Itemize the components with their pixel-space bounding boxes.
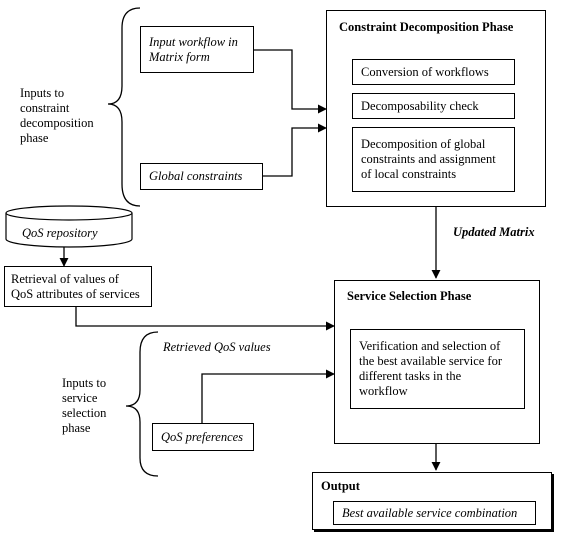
retrieval-box: Retrieval of values of QoS attributes of… <box>4 266 152 307</box>
qos-repository-cylinder <box>5 205 133 248</box>
qos-preferences-box: QoS preferences <box>152 423 254 451</box>
output-title: Output <box>321 479 360 493</box>
qos-preferences-label: QoS preferences <box>161 429 244 444</box>
cdp-step-decomposition: Decomposition of global constraints and … <box>352 127 515 192</box>
updated-matrix-label: Updated Matrix <box>453 225 535 239</box>
cdp-step-label: Decomposition of global constraints and … <box>361 137 496 181</box>
arrow-preferences-to-ssp <box>201 369 335 423</box>
ssp-step-label: Verification and selection of the best a… <box>359 339 502 398</box>
output-value-box: Best available service combination <box>333 501 536 525</box>
retrieval-label: Retrieval of values of QoS attributes of… <box>11 271 140 301</box>
selection-inputs-brace <box>125 331 159 477</box>
ssp-title: Service Selection Phase <box>347 289 472 303</box>
arrow-workflow-to-cdp <box>254 49 327 114</box>
service-selection-phase-box: Service Selection Phase Verification and… <box>334 280 540 444</box>
global-constraints-box: Global constraints <box>140 163 263 190</box>
arrow-retrieval-to-ssp <box>75 307 335 331</box>
input-workflow-label: Input workflow in Matrix form <box>149 34 238 64</box>
cdp-step-conversion: Conversion of workflows <box>352 59 515 85</box>
output-value-label: Best available service combination <box>342 505 518 520</box>
output-box: Output Best available service combinatio… <box>312 472 552 530</box>
decomposition-inputs-brace <box>107 7 141 207</box>
input-workflow-box: Input workflow in Matrix form <box>140 26 254 73</box>
decomposition-inputs-label: Inputs to constraint decomposition phase <box>20 86 94 145</box>
arrow-constraints-to-cdp <box>263 123 327 177</box>
constraint-decomposition-phase-box: Constraint Decomposition Phase Conversio… <box>326 10 546 207</box>
cdp-step-decomposability: Decomposability check <box>352 93 515 119</box>
ssp-step-verification: Verification and selection of the best a… <box>350 329 525 409</box>
global-constraints-label: Global constraints <box>149 169 243 183</box>
cdp-title: Constraint Decomposition Phase <box>339 20 514 34</box>
qos-repository-label: QoS repository <box>22 226 98 240</box>
cdp-step-label: Decomposability check <box>361 98 479 113</box>
cdp-step-label: Conversion of workflows <box>361 64 489 79</box>
retrieved-qos-label: Retrieved QoS values <box>163 340 271 354</box>
selection-inputs-label: Inputs to service selection phase <box>62 376 107 435</box>
